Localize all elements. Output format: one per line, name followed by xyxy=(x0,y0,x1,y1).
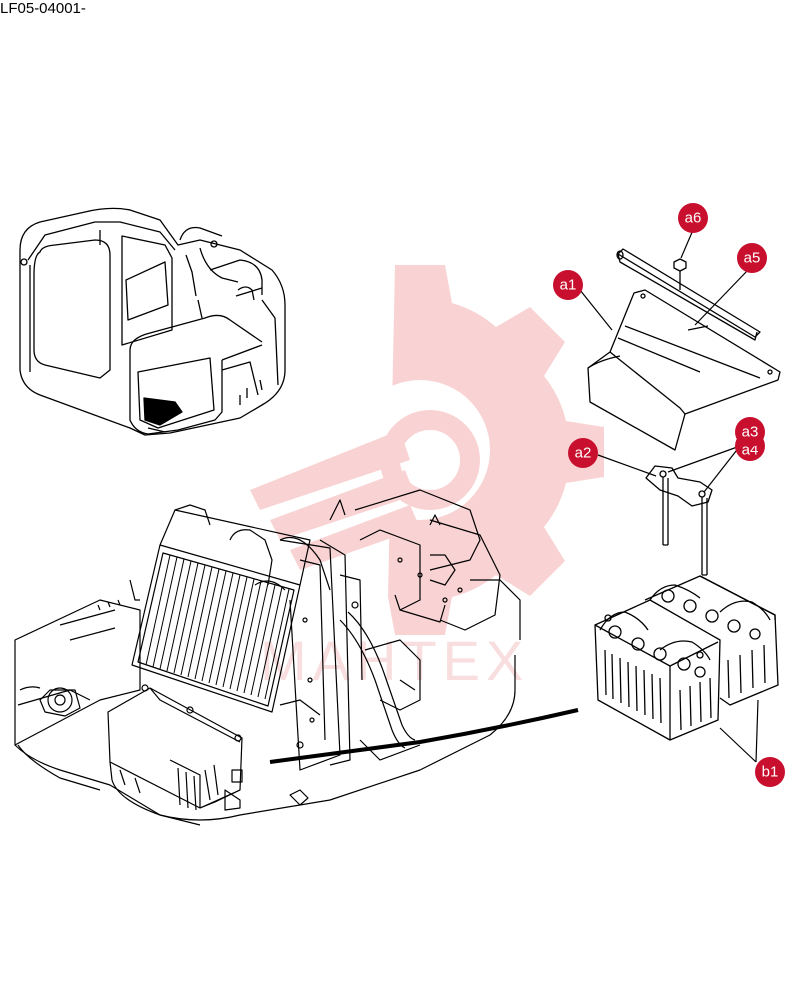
svg-text:a5: a5 xyxy=(744,250,761,267)
callout-a3: a3 xyxy=(735,417,765,447)
svg-text:a6: a6 xyxy=(685,210,702,227)
leader-lines xyxy=(579,229,759,763)
callout-a2: a2 xyxy=(568,438,598,468)
svg-text:a1: a1 xyxy=(560,277,577,294)
clamp-plate-part xyxy=(645,465,713,507)
frame-view xyxy=(14,489,521,826)
callout-a6: a6 xyxy=(678,203,708,233)
detail-pointer-line xyxy=(269,708,579,764)
svg-text:b1: b1 xyxy=(762,764,779,781)
cover-part xyxy=(587,289,781,451)
battery-front-part xyxy=(594,599,721,741)
battery-rear-part xyxy=(644,575,779,706)
callout-a1: a1 xyxy=(553,270,583,300)
watermark-text: МАНТЕХ xyxy=(260,629,529,692)
cab-view xyxy=(19,207,286,436)
document-code: LF05-04001- xyxy=(0,0,86,17)
watermark-gear-icon xyxy=(250,265,604,635)
watermark: МАНТЕХ xyxy=(250,265,604,692)
svg-text:a2: a2 xyxy=(575,445,592,462)
callout-b1: b1 xyxy=(755,757,785,787)
nut-part xyxy=(673,258,687,272)
callout-a5: a5 xyxy=(737,243,767,273)
svg-text:a3: a3 xyxy=(742,424,759,441)
exploded-parts xyxy=(587,248,781,741)
